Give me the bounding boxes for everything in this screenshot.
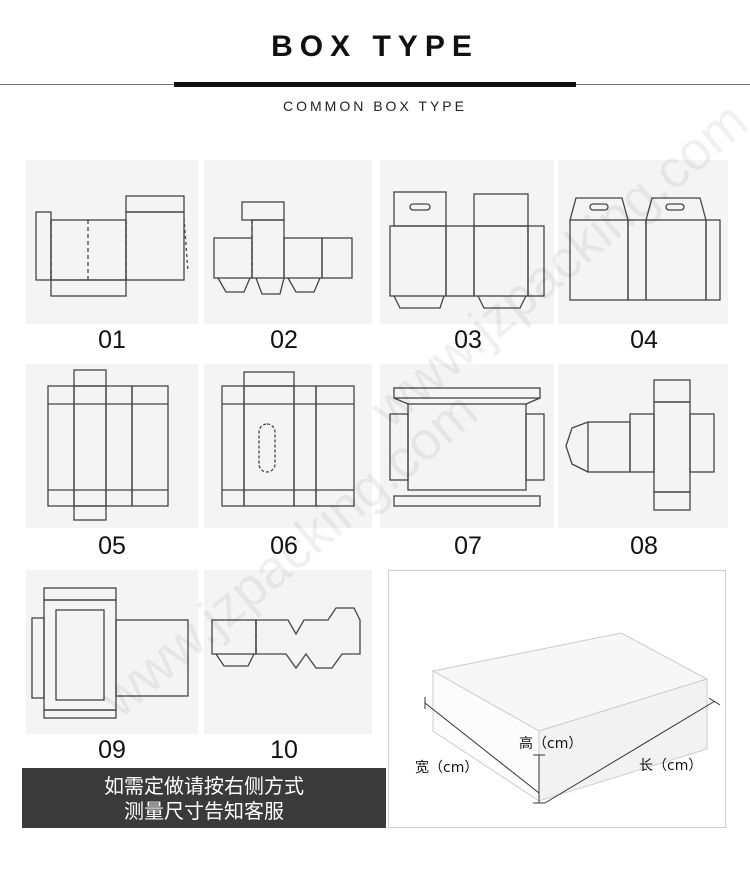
box-type-10-label: 10 [270, 736, 298, 764]
length-dimension-label: 长（cm） [639, 758, 703, 774]
box-type-02-image [204, 160, 372, 324]
box-measurement-illustration [424, 632, 721, 804]
width-dimension-label: 宽（cm） [415, 760, 479, 776]
box-type-08-image [558, 364, 728, 528]
box-type-04-label: 04 [630, 326, 658, 354]
box-type-08-label: 08 [630, 532, 658, 560]
height-dimension-label: 高（cm） [519, 736, 583, 752]
box-type-05-image [26, 364, 198, 528]
box-type-05-label: 05 [98, 532, 126, 560]
box-type-01-label: 01 [98, 326, 126, 354]
box-type-09-image [26, 570, 198, 734]
box-type-07-image [380, 364, 554, 528]
box-type-09-label: 09 [98, 736, 126, 764]
note-line-2: 测量尺寸告知客服 [124, 799, 284, 823]
measurement-diagram: 高（cm） 宽（cm） 长（cm） [388, 570, 726, 828]
box-type-06-image [204, 364, 372, 528]
box-type-06-label: 06 [270, 532, 298, 560]
box-type-07-label: 07 [454, 532, 482, 560]
page-subtitle: COMMON BOX TYPE [283, 98, 467, 114]
box-type-02-label: 02 [270, 326, 298, 354]
page-title: BOX TYPE [271, 30, 479, 63]
title-underline [174, 82, 576, 87]
box-type-03-image [380, 160, 554, 324]
box-type-10-image [204, 570, 372, 734]
custom-order-note: 如需定做请按右侧方式 测量尺寸告知客服 [22, 768, 386, 828]
box-type-01-image [26, 160, 198, 324]
box-type-04-image [558, 160, 728, 324]
box-type-03-label: 03 [454, 326, 482, 354]
note-line-1: 如需定做请按右侧方式 [104, 774, 304, 798]
